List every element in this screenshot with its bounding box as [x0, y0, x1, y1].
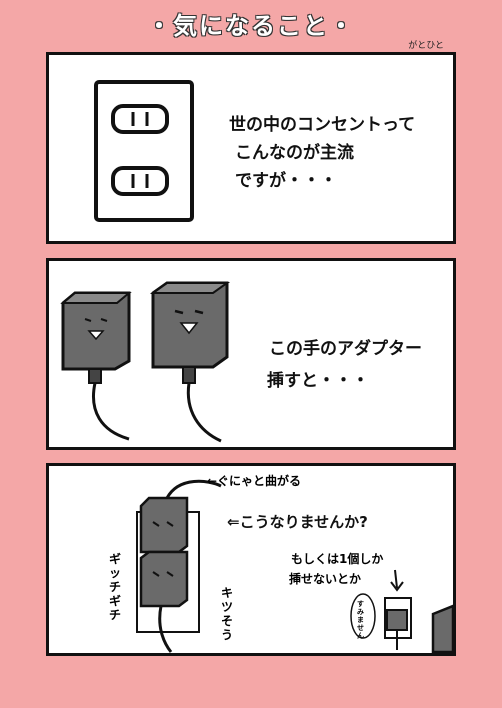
panel-3: ←ぐにゃと曲がる ⇐こうなりませんか? もしくは1個しか 挿せないとか ギッチギ… — [46, 463, 456, 656]
tight-label: キツそう — [221, 586, 234, 642]
panel-1-text-line-2: こんなのが主流 — [235, 143, 354, 163]
adapter-top — [139, 496, 189, 554]
lower-cable — [158, 605, 173, 653]
adapter-left-cable — [92, 382, 130, 441]
panel-1-text-line-3: ですが・・・ — [235, 171, 337, 191]
panel-2-text-line-2: 挿すと・・・ — [267, 371, 369, 391]
outlet-socket-top — [111, 104, 169, 134]
panel-2-text-line-1: この手のアダプター — [269, 339, 422, 359]
squeeze-label: ギッチギチ — [109, 552, 122, 622]
small-adapter — [386, 609, 408, 631]
adapter-left-mouth — [87, 330, 105, 341]
panel-2: この手のアダプター 挿すと・・・ — [46, 258, 456, 450]
adapters-illustration — [60, 281, 231, 443]
sorry-label: すみません — [357, 600, 364, 640]
sorry-bubble — [350, 593, 376, 639]
outlet-plate — [94, 80, 194, 222]
bent-cable — [165, 479, 222, 499]
alt-text-line-2: 挿せないとか — [289, 572, 362, 586]
adapter-right-mouth — [179, 322, 199, 335]
comic-title: ・気になること・ — [147, 12, 355, 40]
edge-adapter — [431, 604, 453, 653]
cable-note: ←ぐにゃと曲がる — [207, 474, 302, 488]
down-arrow-icon — [390, 569, 404, 592]
panel-3-main-text: ⇐こうなりませんか? — [227, 513, 368, 531]
adapter-left-top — [60, 292, 132, 304]
adapter-bottom — [139, 550, 189, 608]
panel-1: 世の中のコンセントって こんなのが主流 ですが・・・ — [46, 52, 456, 244]
author-signature: がとひと — [408, 41, 444, 51]
outlet-socket-bottom — [111, 166, 169, 196]
adapter-right-cable — [186, 382, 222, 443]
crowded-outlet-illustration — [136, 479, 453, 653]
alt-text-line-1: もしくは1個しか — [291, 552, 384, 566]
panel-1-text-line-1: 世の中のコンセントって — [229, 115, 416, 135]
outlet-illustration — [94, 80, 194, 222]
adapter-right-top — [149, 282, 231, 294]
